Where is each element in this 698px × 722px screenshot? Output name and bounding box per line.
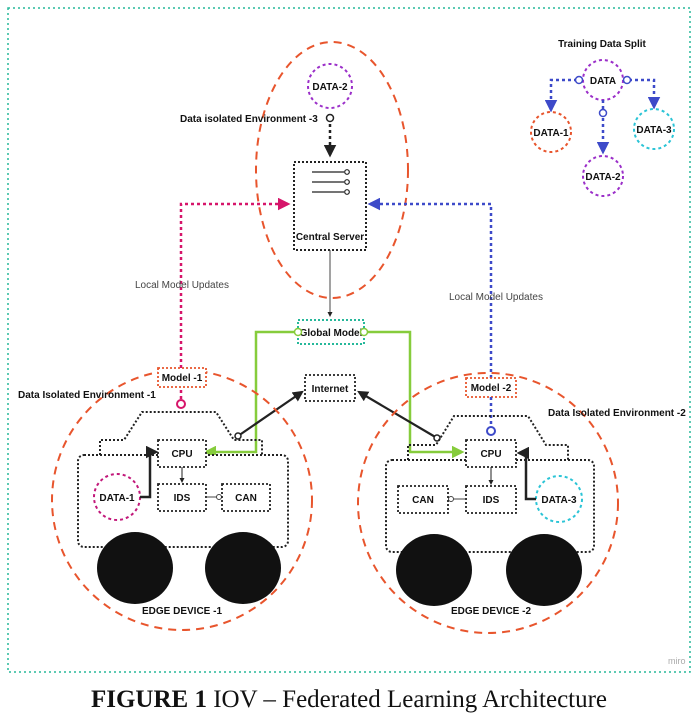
split-data1-node — [530, 111, 572, 153]
can2-box — [397, 485, 449, 514]
vehicle1-internet-link — [237, 390, 304, 437]
split-connector-down — [598, 108, 608, 118]
ids2-can2-connector — [448, 496, 454, 502]
model1-connector — [176, 399, 186, 409]
env1-title: Data Isolated Environment -1 — [18, 390, 156, 401]
split-arrow-data3 — [623, 78, 661, 110]
vehicle2-internet-link — [357, 390, 438, 439]
split-arrow-data1 — [544, 78, 583, 113]
env3-title: Data isolated Environment -3 — [180, 114, 318, 125]
ids1-box — [157, 483, 207, 512]
ids1-label: IDS — [174, 493, 191, 504]
figure-number: FIGURE 1 — [90, 686, 207, 713]
model1-box — [157, 367, 207, 388]
env2-boundary — [357, 372, 619, 634]
edge1-label: EDGE DEVICE -1 — [142, 606, 222, 617]
data2-label: DATA-2 — [312, 82, 348, 93]
data2-connector — [325, 113, 335, 123]
local-update-left-line — [179, 197, 291, 368]
data3-node — [535, 475, 583, 523]
vehicle1-wheel-right — [205, 532, 281, 604]
central-server-box — [293, 161, 367, 251]
outer-frame — [7, 7, 691, 673]
local-update-right-line — [367, 197, 493, 378]
split-connector-left — [574, 75, 584, 85]
global-right-connector — [359, 327, 369, 337]
split-data3-label: DATA-3 — [636, 125, 672, 136]
global-to-cpu1-line — [203, 330, 298, 459]
data3-to-cpu2-arrow — [516, 446, 536, 501]
cpu2-box — [465, 439, 517, 468]
split-root-label: DATA — [590, 76, 616, 87]
vehicle2-wheel-left — [396, 534, 472, 606]
split-data1-label: DATA-1 — [533, 128, 569, 139]
central-server-label: Central Server — [296, 232, 364, 243]
model2-label: Model -2 — [471, 383, 512, 394]
cpu2-label: CPU — [480, 449, 501, 460]
vehicle2-wheel-right — [506, 534, 582, 606]
miro-watermark: miro — [668, 656, 686, 666]
split-data2-label: DATA-2 — [585, 172, 621, 183]
vehicle1-internet-connector — [234, 432, 242, 440]
split-data3-node — [633, 108, 675, 150]
local-updates-right-label: Local Model Updates — [449, 292, 543, 303]
ids2-box — [465, 485, 517, 514]
env2-title: Data Isolated Environment -2 — [548, 408, 686, 419]
figure-title: IOV – Federated Learning Architecture — [213, 686, 608, 713]
split-data2-node — [582, 155, 624, 197]
ids1-can1-connector — [216, 494, 222, 500]
data2-node — [307, 63, 353, 109]
can1-box — [221, 483, 271, 512]
internet-box — [304, 374, 356, 402]
model2-connector — [486, 426, 496, 436]
vehicle1-wheel-left — [97, 532, 173, 604]
data1-to-cpu1-arrow — [140, 445, 159, 499]
env1-boundary — [51, 369, 313, 631]
data1-label: DATA-1 — [99, 493, 135, 504]
edge2-label: EDGE DEVICE -2 — [451, 606, 531, 617]
vehicle1-roof — [99, 411, 263, 455]
env3-boundary — [255, 41, 409, 299]
figure-caption: FIGURE 1 IOV – Federated Learning Archit… — [0, 686, 698, 714]
can2-label: CAN — [412, 495, 434, 506]
global-left-connector — [293, 327, 303, 337]
local-updates-left-label: Local Model Updates — [135, 280, 229, 291]
model1-label: Model -1 — [162, 373, 203, 384]
global-to-cpu2-line — [364, 330, 465, 459]
split-connector-right — [622, 75, 632, 85]
global-model-label: Global Model — [300, 328, 363, 339]
internet-label: Internet — [312, 384, 349, 395]
ids2-label: IDS — [483, 495, 500, 506]
cpu1-label: CPU — [171, 449, 192, 460]
split-title: Training Data Split — [558, 39, 646, 50]
can1-label: CAN — [235, 493, 257, 504]
server-icon — [312, 169, 350, 195]
data3-label: DATA-3 — [541, 495, 577, 506]
